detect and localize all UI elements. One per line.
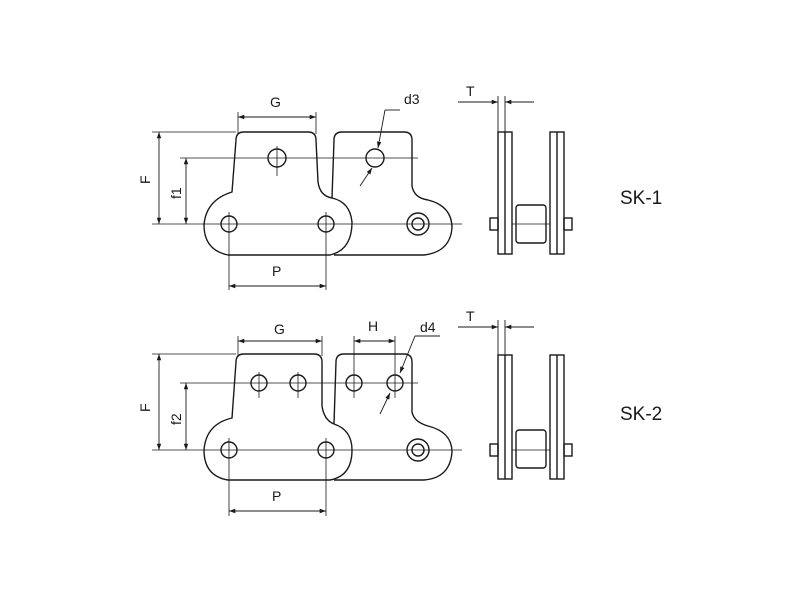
sk2-right-link xyxy=(333,353,453,481)
sk1-label-f: f1 xyxy=(168,187,184,199)
sk1-label-F: F xyxy=(137,175,153,184)
sk2-dimensions xyxy=(156,335,440,514)
sk1-left-link xyxy=(203,131,353,256)
sk2-left-link xyxy=(203,353,353,481)
sk2-label-f: f2 xyxy=(168,413,184,425)
sk2-title: SK-2 xyxy=(620,404,662,425)
sk1-label-d: d3 xyxy=(404,91,420,107)
sk2-label-d: d4 xyxy=(420,319,436,335)
sk1-side-view xyxy=(489,131,573,255)
sk2-front-view xyxy=(203,353,453,481)
sk1-front-view xyxy=(203,131,453,256)
sk1-label-P: P xyxy=(272,263,281,279)
sk2-label-T: T xyxy=(466,308,475,324)
sk2-label-H: H xyxy=(368,318,378,334)
sk2-label-G: G xyxy=(274,321,285,337)
sk1-label-T: T xyxy=(466,83,475,99)
sk2-centerlines xyxy=(152,336,462,516)
sk1-centerlines xyxy=(152,112,462,290)
sk2-label-F: F xyxy=(137,403,153,412)
sk1-dim-T xyxy=(458,96,534,132)
sk2-label-P: P xyxy=(272,488,281,504)
sk1-label-G: G xyxy=(270,94,281,110)
sk2-dim-T xyxy=(458,320,534,355)
sk1-title: SK-1 xyxy=(620,188,662,209)
sk1-dimensions xyxy=(156,109,400,289)
sk1-right-link xyxy=(331,131,453,256)
sk2-side-view xyxy=(489,354,573,480)
